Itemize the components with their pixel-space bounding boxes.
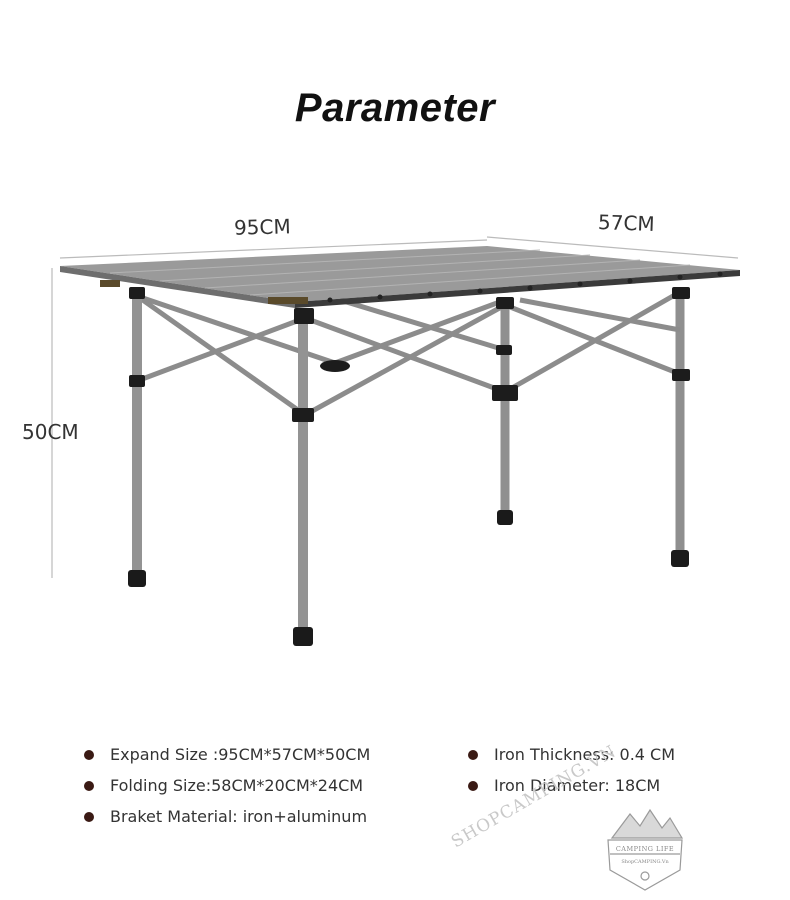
width-dimension-label: 95CM: [233, 214, 291, 240]
spec-item-text: Folding Size:58CM*20CM*24CM: [110, 776, 364, 795]
support-rail: [268, 297, 308, 304]
bullet-icon: [468, 781, 478, 791]
height-dimension-label: 50CM: [22, 420, 79, 444]
spec-item-text: Braket Material: iron+aluminum: [110, 807, 368, 826]
back-legs: [500, 292, 685, 555]
spec-item-text: Iron Diameter: 18CM: [494, 776, 661, 795]
camping-life-logo: [607, 808, 684, 891]
joints: [129, 287, 690, 422]
spec-item: Iron Thickness: 0.4 CM: [468, 745, 675, 776]
tabletop-side: [60, 266, 295, 308]
width-dimension-line: [59, 239, 488, 259]
spec-item-text: Iron Thickness: 0.4 CM: [494, 745, 676, 764]
spec-item: Folding Size:58CM*20CM*24CM: [84, 776, 370, 807]
depth-dimension-label: 57CM: [597, 210, 656, 236]
bullet-icon: [84, 812, 94, 822]
feet: [128, 510, 689, 646]
tabletop-rivets: [327, 271, 723, 303]
front-legs: [132, 290, 308, 632]
tabletop: [60, 246, 740, 302]
depth-dimension-line: [486, 236, 739, 259]
bullet-icon: [84, 750, 94, 760]
cross-braces: [135, 289, 682, 418]
bullet-icon: [84, 781, 94, 791]
spec-item: Braket Material: iron+aluminum: [84, 807, 370, 838]
spec-list-left: Expand Size :95CM*57CM*50CM Folding Size…: [84, 745, 370, 838]
spec-item-text: Expand Size :95CM*57CM*50CM: [110, 745, 371, 764]
support-rail: [100, 280, 120, 287]
badge-title: CAMPING LIFE: [615, 845, 675, 853]
badge-subtitle: ShopCAMPING.Vn: [621, 859, 669, 865]
spec-item: Iron Diameter: 18CM: [468, 776, 675, 807]
page-title: Parameter: [294, 86, 496, 130]
bullet-icon: [468, 750, 478, 760]
spec-item: Expand Size :95CM*57CM*50CM: [84, 745, 370, 776]
watermark-badge: CAMPING LIFE ShopCAMPING.Vn: [604, 808, 686, 892]
spec-list-right: Iron Thickness: 0.4 CM Iron Diameter: 18…: [468, 745, 675, 807]
tabletop-slats: [109, 249, 691, 296]
